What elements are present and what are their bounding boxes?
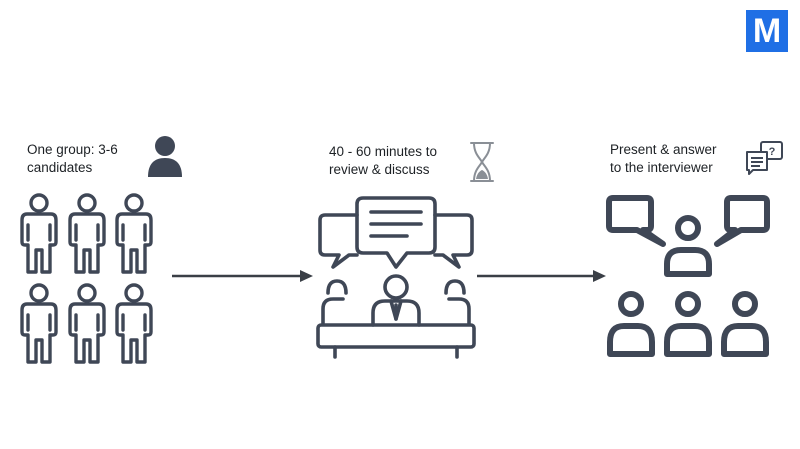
step-2-label: 40 - 60 minutes to review & discuss bbox=[329, 144, 438, 177]
brand-logo: M bbox=[746, 10, 788, 52]
step-3-label: Present & answer to the interviewer bbox=[610, 142, 717, 175]
candidate-group-icon bbox=[20, 193, 153, 364]
presentation-audience-icon bbox=[606, 195, 770, 357]
hourglass-icon bbox=[470, 142, 494, 182]
step-1-label: One group: 3-6 candidates bbox=[27, 142, 118, 175]
svg-text:?: ? bbox=[769, 146, 776, 158]
arrow-2-icon bbox=[477, 270, 606, 282]
chat-question-icon: ? bbox=[746, 141, 783, 175]
brand-logo-letter: M bbox=[752, 12, 782, 50]
meeting-discussion-icon bbox=[316, 196, 476, 359]
person-icon bbox=[148, 136, 182, 177]
arrow-1-icon bbox=[172, 270, 313, 282]
